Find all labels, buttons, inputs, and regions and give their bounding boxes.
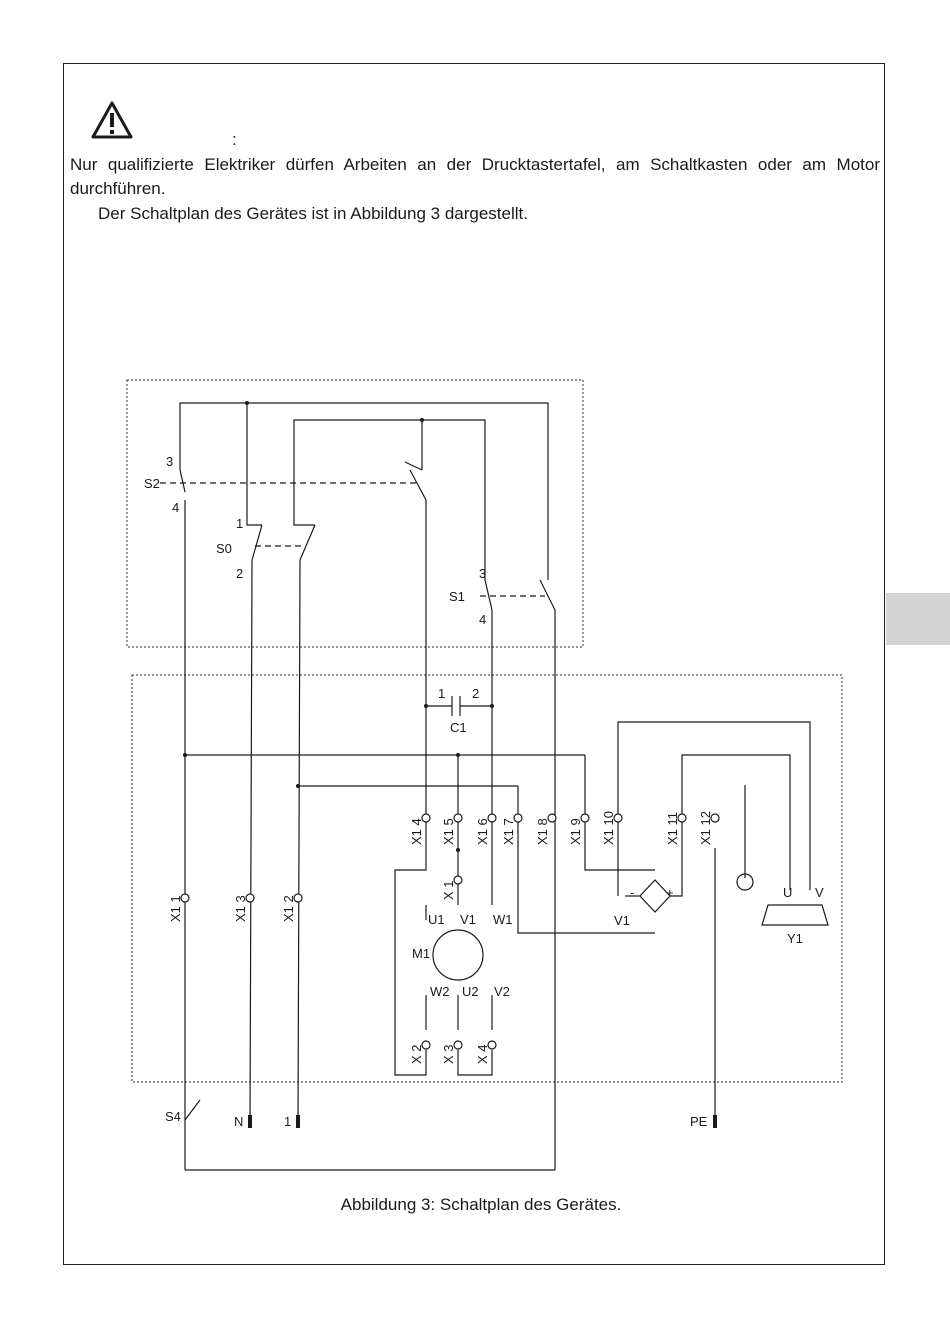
warning-colon: : bbox=[232, 130, 237, 149]
c1-terminal-1: 1 bbox=[438, 686, 445, 701]
c1-terminal-2: 2 bbox=[472, 686, 479, 701]
s1-terminal-3: 3 bbox=[479, 566, 486, 581]
s2-label: S2 bbox=[144, 476, 160, 491]
motor-v1: V1 bbox=[460, 912, 476, 927]
terminal-x1-6: X1 6 bbox=[475, 818, 490, 845]
terminal-x-2: X 2 bbox=[409, 1044, 424, 1064]
pe-label: PE bbox=[690, 1114, 708, 1129]
rectifier-label: V1 bbox=[614, 913, 630, 928]
terminal-x-4: X 4 bbox=[475, 1044, 490, 1064]
motor-u1: U1 bbox=[428, 912, 445, 927]
s2-terminal-3: 3 bbox=[166, 454, 173, 469]
terminal-x-1: X 1 bbox=[441, 880, 456, 900]
terminal-x1-9: X1 9 bbox=[568, 818, 583, 845]
neutral-label: N bbox=[234, 1114, 243, 1129]
figure-caption: Abbildung 3: Schaltplan des Gerätes. bbox=[340, 1195, 622, 1214]
phase-label: 1 bbox=[284, 1114, 291, 1129]
terminal-x1-8: X1 8 bbox=[535, 818, 550, 845]
warning-triangle-icon bbox=[91, 101, 133, 139]
motor-v2: V2 bbox=[494, 984, 510, 999]
terminal-x1-3: X1 3 bbox=[233, 895, 248, 922]
terminal-x1-11: X1 11 bbox=[665, 812, 680, 845]
rectifier-minus: - bbox=[630, 885, 634, 900]
s0-terminal-2: 2 bbox=[236, 566, 243, 581]
wiring-diagram: 3 S2 4 1 S0 2 3 S1 4 1 2 C1 U1 V1 W1 M1 … bbox=[126, 379, 843, 1171]
motor-w2: W2 bbox=[430, 984, 450, 999]
warning-paragraph: Nur qualifizierte Elektriker dürfen Arbe… bbox=[70, 155, 880, 198]
terminal-x1-2: X1 2 bbox=[281, 895, 296, 922]
s0-terminal-1: 1 bbox=[236, 516, 243, 531]
brake-label: Y1 bbox=[787, 931, 803, 946]
reference-paragraph: Der Schaltplan des Gerätes ist in Abbild… bbox=[98, 204, 528, 223]
chapter-tab bbox=[886, 593, 950, 645]
s0-label: S0 bbox=[216, 541, 232, 556]
terminal-x-3: X 3 bbox=[441, 1044, 456, 1064]
terminal-x1-4: X1 4 bbox=[409, 818, 424, 845]
s1-terminal-4: 4 bbox=[479, 612, 486, 627]
s2-terminal-4: 4 bbox=[172, 500, 179, 515]
terminal-x1-7: X1 7 bbox=[501, 818, 516, 845]
rectifier-plus: + bbox=[666, 885, 674, 900]
page-frame bbox=[63, 63, 885, 1265]
terminal-x1-5: X1 5 bbox=[441, 818, 456, 845]
terminal-x1-1: X1 1 bbox=[168, 895, 183, 922]
brake-v: V bbox=[815, 885, 824, 900]
motor-w1: W1 bbox=[493, 912, 513, 927]
terminal-x1-12: X1 12 bbox=[698, 811, 713, 845]
c1-label: C1 bbox=[450, 720, 467, 735]
motor-label: M1 bbox=[412, 946, 430, 961]
s4-label: S4 bbox=[165, 1109, 181, 1124]
terminal-x1-10: X1 10 bbox=[601, 811, 616, 845]
s1-label: S1 bbox=[449, 589, 465, 604]
brake-u: U bbox=[783, 885, 792, 900]
motor-u2: U2 bbox=[462, 984, 479, 999]
